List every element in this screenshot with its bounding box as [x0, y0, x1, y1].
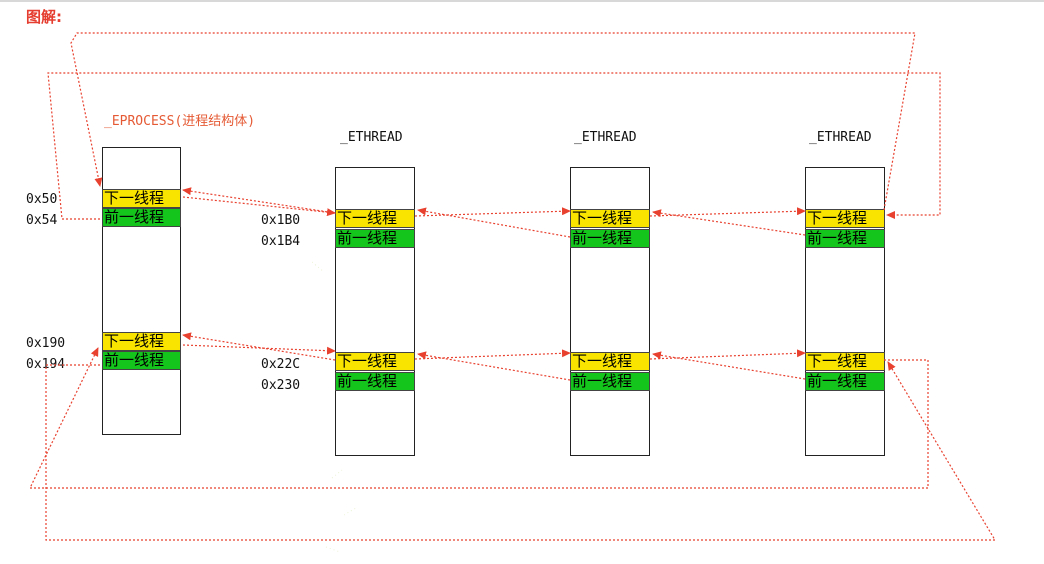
- top-border: [0, 0, 1044, 2]
- page-heading: 图解:: [26, 8, 62, 26]
- offset-label: 0x194: [26, 357, 66, 372]
- link-arrow: [417, 207, 571, 238]
- link-arrow: [649, 207, 806, 217]
- ethread-2-next-thread-field-2: 下一线程: [570, 352, 650, 371]
- ethread-3-next-thread-field-2: 下一线程: [805, 352, 885, 371]
- ethread-1-prev-thread-field-2: 前一线程: [335, 372, 415, 391]
- offset-label: 0x190: [26, 336, 66, 351]
- offset-label: 0x230: [261, 378, 301, 393]
- link-arrow: [652, 209, 806, 236]
- ethread-title-3: _ETHREAD: [809, 130, 872, 145]
- link-arrow: [45, 361, 997, 541]
- link-arrow: [29, 347, 929, 489]
- ethread-1-next-thread-field-1: 下一线程: [335, 209, 415, 228]
- ethread-1-next-thread-field-2: 下一线程: [335, 352, 415, 371]
- ethread-1-prev-thread-field-1: 前一线程: [335, 229, 415, 248]
- link-arrow: [417, 351, 571, 381]
- ethread-2-prev-thread-field-2: 前一线程: [570, 372, 650, 391]
- link-arrow: [70, 32, 916, 211]
- offset-label: 0x1B0: [261, 213, 301, 228]
- ethread-box-1: 下一线程 前一线程 下一线程 前一线程: [335, 167, 415, 456]
- eprocess-box: 下一线程 前一线程 下一线程 前一线程: [102, 147, 181, 435]
- link-arrow: [182, 196, 336, 217]
- ethread-title-2: _ETHREAD: [574, 130, 637, 145]
- ethread-box-2: 下一线程 前一线程 下一线程 前一线程: [570, 167, 650, 456]
- link-arrow: [649, 349, 806, 360]
- link-arrow: [182, 332, 336, 361]
- eprocess-next-thread-field-1: 下一线程: [102, 189, 181, 208]
- offset-label: 0x22C: [261, 357, 301, 372]
- eprocess-title: _EPROCESS(进程结构体): [104, 114, 256, 129]
- ethread-3-prev-thread-field-1: 前一线程: [805, 229, 885, 248]
- offset-label: 0x54: [26, 213, 58, 228]
- eprocess-next-thread-field-2: 下一线程: [102, 332, 181, 351]
- link-arrow: [47, 72, 941, 220]
- ethread-3-prev-thread-field-2: 前一线程: [805, 372, 885, 391]
- ethread-3-next-thread-field-1: 下一线程: [805, 209, 885, 228]
- eprocess-prev-thread-field-2: 前一线程: [102, 351, 181, 370]
- link-arrow: [182, 187, 336, 214]
- ethread-2-prev-thread-field-1: 前一线程: [570, 229, 650, 248]
- eprocess-prev-thread-field-1: 前一线程: [102, 208, 181, 227]
- link-arrow: [414, 349, 571, 360]
- offset-label: 0x50: [26, 192, 58, 207]
- offset-label: 0x1B4: [261, 234, 301, 249]
- ethread-title-1: _ETHREAD: [340, 130, 403, 145]
- link-arrow: [652, 351, 806, 380]
- ethread-2-next-thread-field-1: 下一线程: [570, 209, 650, 228]
- ethread-box-3: 下一线程 前一线程 下一线程 前一线程: [805, 167, 885, 456]
- link-arrow: [414, 207, 571, 217]
